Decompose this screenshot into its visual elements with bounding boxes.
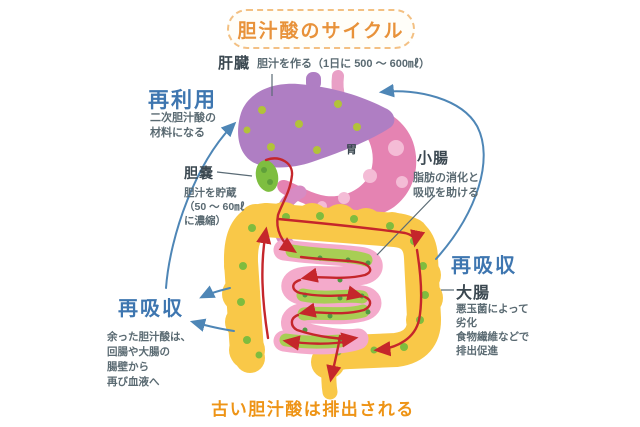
- blue-arrow-colon-to-reabsorption-1: [199, 285, 231, 299]
- page-title: 胆汁酸のサイクル: [237, 20, 405, 42]
- red-arrow-coil-2: [292, 278, 365, 301]
- bile-flow-arrows: [256, 157, 426, 383]
- red-arrow-coil-3: [298, 295, 372, 318]
- red-arrow-coil-5: [282, 335, 352, 351]
- gallbladder-pointer-line: [216, 171, 253, 177]
- rectum-shape: [321, 348, 338, 400]
- excretion-note: 古い胆汁酸は排出される: [211, 400, 415, 419]
- red-arrow-coil-4: [290, 313, 359, 348]
- stomach-label: 胃: [346, 144, 357, 156]
- pointer-lines: [216, 74, 454, 291]
- reabsorption-left-label: 再吸収: [118, 298, 184, 320]
- liver-label-row: 肝臓 胆汁を作る（1日に 500 〜 600㎖）: [218, 52, 430, 73]
- blue-arrow-colon-to-reabsorption-2: [189, 318, 235, 332]
- reuse-label: 再利用: [148, 89, 217, 112]
- gallbladder-shape: [255, 160, 279, 192]
- liver-dots: [243, 100, 361, 154]
- gallbladder-label: 胆嚢: [184, 165, 214, 181]
- small-intestine-label: 小腸: [417, 150, 450, 167]
- red-arrow-ascending-colon: [256, 226, 272, 340]
- colon-dots: [237, 212, 429, 359]
- red-arrow-transverse-colon: [276, 217, 426, 248]
- recycle-arrows: [165, 83, 485, 332]
- large-intestine-label: 大腸: [456, 285, 491, 302]
- reuse-note: 二次胆汁酸の 材料になる: [150, 112, 216, 139]
- red-arrow-coil-1: [299, 255, 372, 283]
- large-intestine-note: 悪玉菌によって 劣化 食物繊維などで 排出促進: [456, 303, 530, 357]
- red-arrow-bile-to-intestine: [264, 157, 297, 253]
- red-arrow-descending-colon: [373, 248, 423, 357]
- reabsorption-right-label: 再吸収: [451, 255, 517, 277]
- liver-note: 胆汁を作る（1日に 500 〜 600㎖）: [257, 58, 431, 70]
- blue-arrow-left-to-liver: [165, 121, 237, 289]
- title-badge: 胆汁酸のサイクル: [227, 9, 415, 49]
- liver-shape: [238, 72, 395, 168]
- small-intestine-note: 脂肪の消化と 吸収を助ける: [413, 172, 479, 199]
- gallbladder-note: 胆汁を貯蔵 （50 〜 60㎖ に濃縮）: [184, 187, 245, 227]
- blue-arrow-right-to-liver: [378, 83, 485, 260]
- liver-label: 肝臓: [218, 55, 251, 72]
- small-intestine-pointer-line: [376, 194, 436, 256]
- red-arrow-excretion: [326, 334, 342, 383]
- reabsorption-left-note: 余った胆汁酸は、 回腸や大腸の 腸壁から 再び血液へ: [107, 331, 191, 388]
